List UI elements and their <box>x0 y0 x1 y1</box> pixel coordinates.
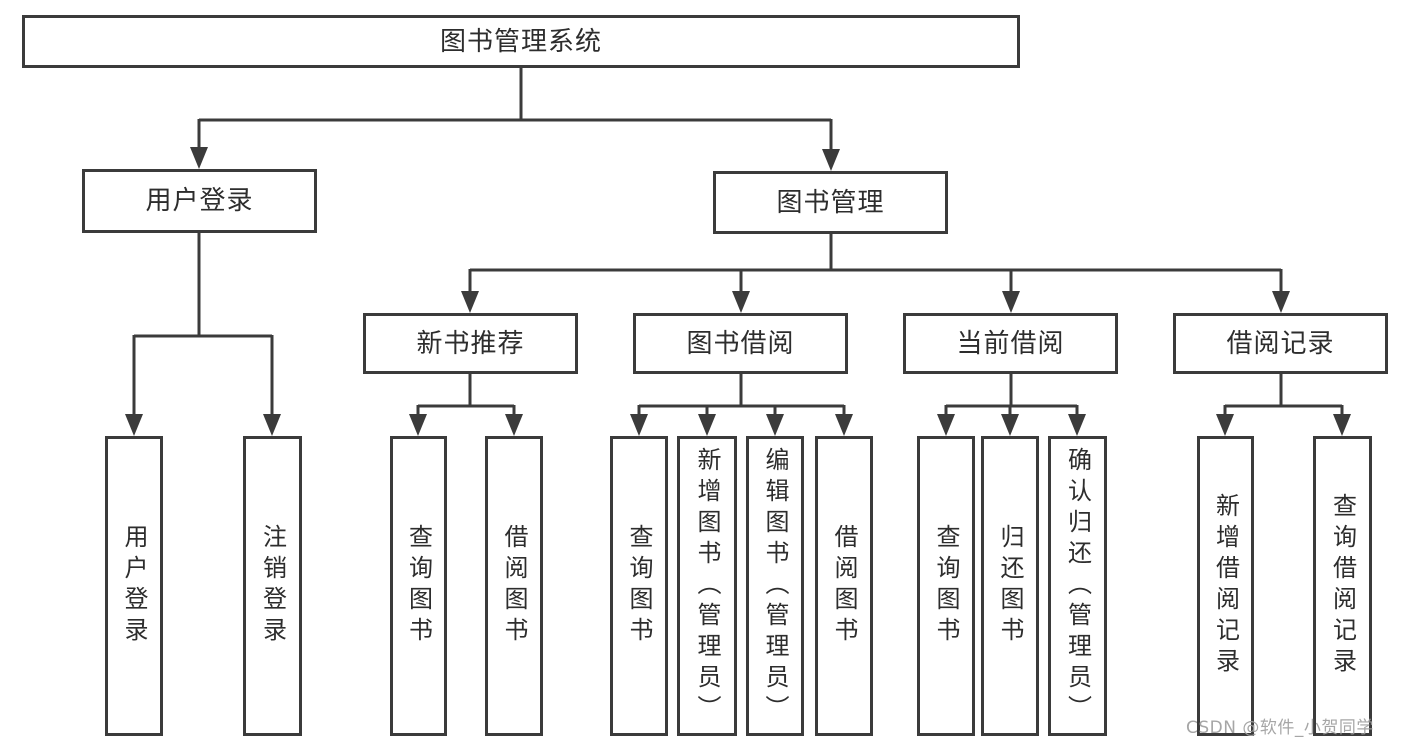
node-label: 新书推荐 <box>416 328 525 359</box>
leaf-label: 借阅图书 <box>500 524 528 648</box>
leaf-add-borrow-record: 新增借阅记录 <box>1197 436 1254 736</box>
leaf-label: 查询图书 <box>625 524 653 648</box>
leaf-label: 查询图书 <box>404 524 433 648</box>
leaf-label: 归还图书 <box>996 524 1024 648</box>
node-user-login: 用户登录 <box>82 169 317 233</box>
leaf-query-borrow-record: 查询借阅记录 <box>1313 436 1372 736</box>
leaf-label: 确认归还（管理员） <box>1063 446 1092 726</box>
leaf-label: 新增图书（管理员） <box>693 446 721 726</box>
leaf-confirm-return-admin: 确认归还（管理员） <box>1048 436 1107 736</box>
leaf-label: 借阅图书 <box>830 524 858 648</box>
node-label: 当前借阅 <box>956 328 1065 359</box>
leaf-query-book-borrow: 查询图书 <box>610 436 668 736</box>
node-book-management: 图书管理 <box>713 171 948 234</box>
node-new-book-recommendation: 新书推荐 <box>363 313 578 374</box>
leaf-label: 用户登录 <box>120 524 148 648</box>
leaf-borrow-book: 借阅图书 <box>815 436 873 736</box>
leaf-logout: 注销登录 <box>243 436 302 736</box>
leaf-label: 编辑图书（管理员） <box>761 446 789 726</box>
node-library-management-system: 图书管理系统 <box>22 15 1020 68</box>
node-label: 借阅记录 <box>1226 328 1335 359</box>
leaf-query-book-current: 查询图书 <box>917 436 975 736</box>
leaf-label: 新增借阅记录 <box>1211 493 1240 679</box>
leaf-add-book-admin: 新增图书（管理员） <box>677 436 737 736</box>
leaf-label: 注销登录 <box>258 524 287 648</box>
leaf-edit-book-admin: 编辑图书（管理员） <box>746 436 804 736</box>
leaf-label: 查询借阅记录 <box>1328 493 1357 679</box>
node-label: 图书管理 <box>776 187 885 218</box>
leaf-user-login: 用户登录 <box>105 436 163 736</box>
node-label: 图书管理系统 <box>439 26 602 57</box>
node-label: 图书借阅 <box>686 328 795 359</box>
node-book-borrowing: 图书借阅 <box>633 313 848 374</box>
leaf-borrow-book-recommend: 借阅图书 <box>485 436 543 736</box>
csdn-watermark: CSDN @软件_小贺同学 <box>1186 718 1374 738</box>
leaf-label: 查询图书 <box>932 524 960 648</box>
leaf-query-book-recommend: 查询图书 <box>390 436 447 736</box>
node-borrowing-records: 借阅记录 <box>1173 313 1388 374</box>
node-label: 用户登录 <box>145 186 254 216</box>
leaf-return-book: 归还图书 <box>981 436 1039 736</box>
node-current-borrowing: 当前借阅 <box>903 313 1118 374</box>
